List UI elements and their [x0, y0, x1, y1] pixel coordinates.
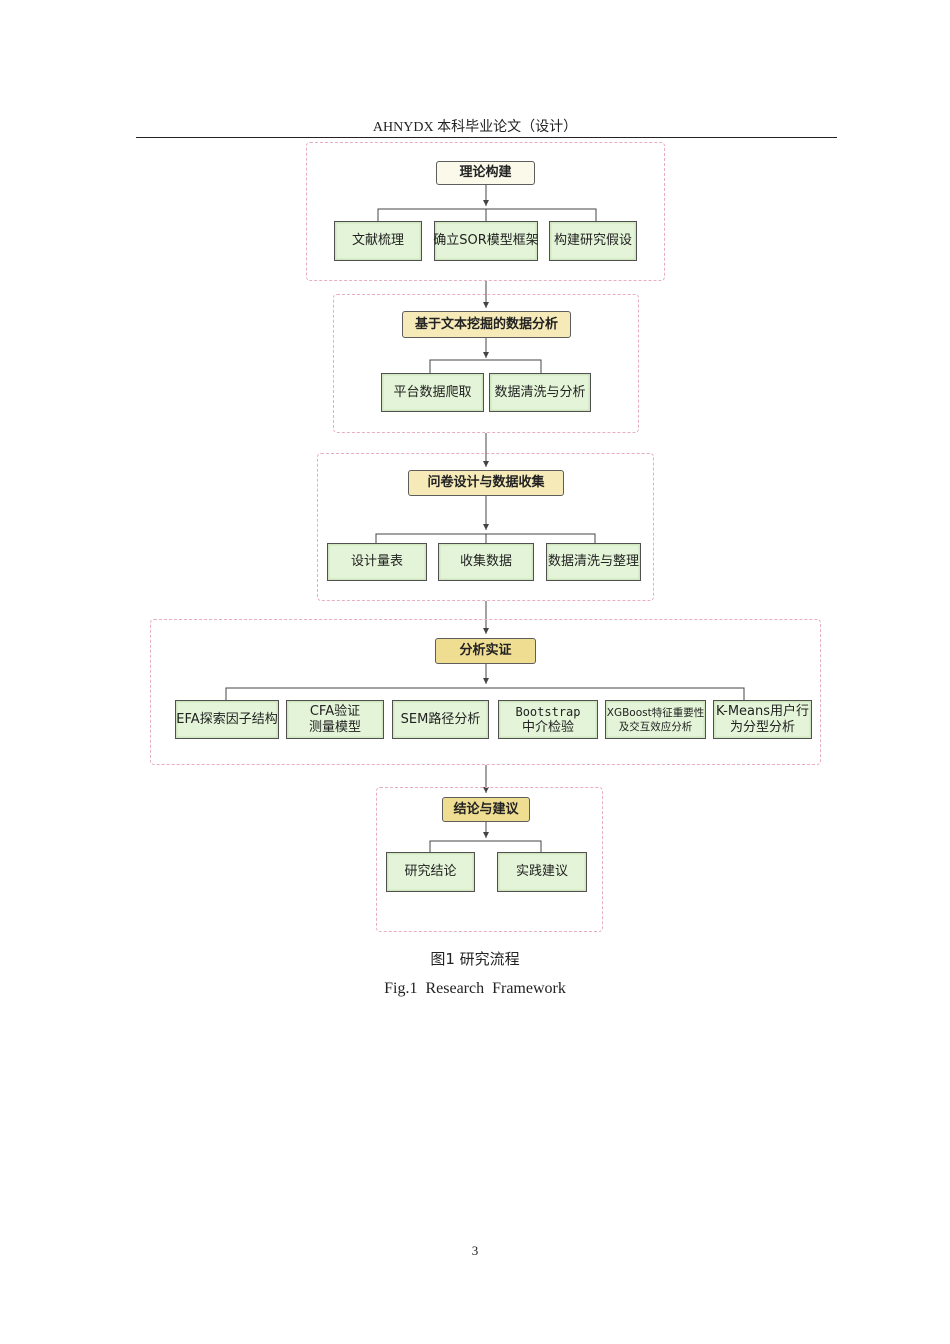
stage-4-item-5-line2: 及交互效应分析 — [618, 720, 693, 733]
stage-3-frame — [317, 453, 654, 601]
stage-1-item-1: 文献梳理 — [334, 221, 422, 261]
stage-5-frame — [376, 787, 603, 932]
stage-5-item-2: 实践建议 — [497, 852, 587, 892]
figure-caption-cn: 图1 研究流程 — [430, 950, 520, 968]
stage-2-item-2: 数据清洗与分析 — [489, 373, 591, 412]
stage-4-item-1: EFA探索因子结构 — [175, 700, 279, 739]
stage-3-item-1: 设计量表 — [327, 543, 427, 581]
stage-4-item-3: SEM路径分析 — [392, 700, 489, 739]
stage-4-item-5-line1: XGBoost特征重要性 — [606, 706, 705, 719]
figure-caption-en: Fig.1 Research Framework — [384, 980, 566, 997]
stage-3-title: 问卷设计与数据收集 — [408, 470, 564, 496]
page-number: 3 — [471, 1243, 479, 1258]
stage-4-item-2-line1: CFA验证 — [309, 703, 361, 719]
stage-4-item-6: K-Means用户行 为分型分析 — [713, 700, 812, 739]
stage-3-item-3: 数据清洗与整理 — [546, 543, 641, 581]
stage-4-frame — [150, 619, 821, 765]
stage-2-frame — [333, 294, 639, 433]
stage-4-item-2: CFA验证 测量模型 — [286, 700, 384, 739]
stage-4-item-4: Bootstrap 中介检验 — [498, 700, 598, 739]
stage-1-frame — [306, 142, 665, 281]
stage-4-item-6-line1: K-Means用户行 — [715, 703, 810, 719]
page-header: AHNYDX 本科毕业论文（设计） — [372, 120, 578, 135]
stage-4-item-4-line1: Bootstrap — [515, 704, 581, 719]
stage-5-title: 结论与建议 — [442, 797, 530, 822]
stage-2-title: 基于文本挖掘的数据分析 — [402, 311, 571, 338]
stage-4-item-6-line2: 为分型分析 — [729, 719, 795, 735]
stage-4-item-4-line2: 中介检验 — [521, 719, 574, 735]
stage-3-item-2: 收集数据 — [438, 543, 534, 581]
stage-1-title: 理论构建 — [436, 161, 535, 185]
stage-1-item-2: 确立SOR模型框架 — [433, 221, 539, 261]
header-rule — [136, 137, 837, 138]
stage-4-item-2-line2: 测量模型 — [308, 719, 361, 735]
stage-1-item-3: 构建研究假设 — [549, 221, 637, 261]
stage-4-item-5: XGBoost特征重要性 及交互效应分析 — [605, 700, 706, 739]
stage-4-item-1-line1: EFA探索因子结构 — [176, 711, 278, 727]
stage-2-item-1: 平台数据爬取 — [381, 373, 484, 412]
stage-5-item-1: 研究结论 — [386, 852, 475, 892]
stage-4-item-3-line1: SEM路径分析 — [400, 711, 481, 727]
stage-4-title: 分析实证 — [435, 638, 536, 664]
